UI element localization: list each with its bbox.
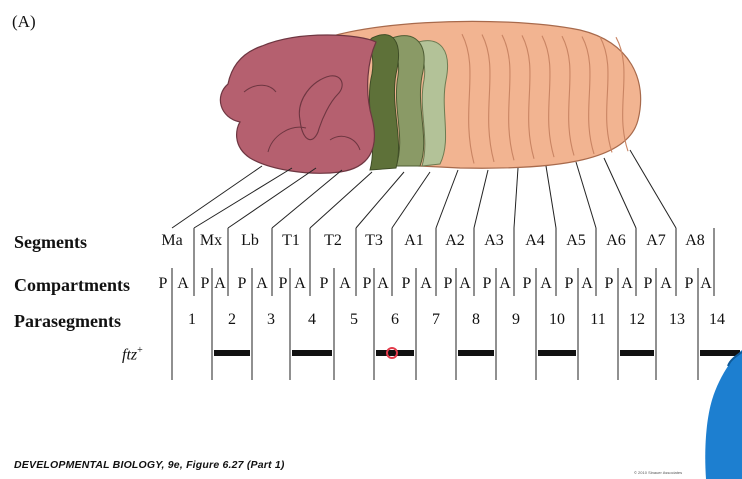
parasegment-label: 5	[350, 311, 358, 329]
parasegment-label: 1	[188, 311, 196, 329]
parasegment-label: 14	[709, 311, 725, 329]
parasegment-label: 11	[590, 311, 605, 329]
compartment-label: A	[339, 275, 351, 293]
ftz-bar	[214, 350, 250, 356]
parasegment-label: 2	[228, 311, 236, 329]
presenter-figure	[705, 350, 742, 479]
panel-label: (A)	[12, 12, 36, 32]
compartments-row-label: Compartments	[14, 275, 130, 296]
compartment-label: P	[565, 275, 574, 293]
ftz-bar	[538, 350, 576, 356]
embryo-thorax	[369, 35, 447, 170]
leader-line	[474, 170, 488, 228]
leader-line	[630, 150, 676, 228]
compartment-label: P	[685, 275, 694, 293]
leader-line	[228, 168, 316, 228]
ftz-bar	[700, 350, 740, 356]
compartment-label: P	[279, 275, 288, 293]
compartment-label: P	[201, 275, 210, 293]
compartment-label: A	[621, 275, 633, 293]
leader-line	[172, 166, 262, 228]
compartment-label: P	[238, 275, 247, 293]
compartment-label: A	[377, 275, 389, 293]
compartment-label: P	[483, 275, 492, 293]
compartment-label: A	[459, 275, 471, 293]
parasegment-label: 6	[391, 311, 399, 329]
segment-label: A2	[445, 232, 465, 250]
segment-label: A8	[685, 232, 705, 250]
leader-line	[272, 170, 342, 228]
compartment-label: A	[177, 275, 189, 293]
copyright-notice: © 2010 Sinauer Associates	[634, 470, 682, 475]
compartment-label: P	[402, 275, 411, 293]
segment-label: A6	[606, 232, 626, 250]
segment-label: A7	[646, 232, 666, 250]
segment-label: A1	[404, 232, 424, 250]
compartment-label: A	[420, 275, 432, 293]
ftz-row-label: ftz+	[122, 345, 143, 364]
segment-label: T1	[282, 232, 300, 250]
compartment-label: P	[644, 275, 653, 293]
ftz-bar	[376, 350, 414, 356]
compartment-label: A	[294, 275, 306, 293]
segment-label: A3	[484, 232, 504, 250]
ftz-bar	[620, 350, 654, 356]
segment-label: A4	[525, 232, 545, 250]
parasegment-label: 8	[472, 311, 480, 329]
parasegment-label: 12	[629, 311, 645, 329]
ftz-expression-bars	[214, 350, 740, 356]
leader-line	[576, 162, 596, 228]
ftz-bar	[292, 350, 332, 356]
leader-line	[392, 172, 430, 228]
segment-label: T2	[324, 232, 342, 250]
compartment-label: A	[256, 275, 268, 293]
compartment-label: A	[700, 275, 712, 293]
figure-caption: DEVELOPMENTAL BIOLOGY, 9e, Figure 6.27 (…	[14, 459, 285, 471]
leader-line	[436, 170, 458, 228]
leader-line	[514, 168, 518, 228]
parasegment-label: 9	[512, 311, 520, 329]
parasegment-label: 10	[549, 311, 565, 329]
compartment-label: A	[214, 275, 226, 293]
compartment-label: P	[444, 275, 453, 293]
compartment-label: P	[605, 275, 614, 293]
parasegment-label: 3	[267, 311, 275, 329]
segment-label: T3	[365, 232, 383, 250]
compartment-label: A	[581, 275, 593, 293]
compartment-label: P	[363, 275, 372, 293]
compartment-label: A	[540, 275, 552, 293]
leader-line	[546, 166, 556, 228]
parasegment-label: 13	[669, 311, 685, 329]
segment-label: A5	[566, 232, 586, 250]
compartment-label: A	[499, 275, 511, 293]
segment-label: Mx	[200, 232, 222, 250]
segment-label: Ma	[161, 232, 182, 250]
parasegment-label: 7	[432, 311, 440, 329]
segments-row-label: Segments	[14, 232, 87, 253]
leader-line	[194, 168, 292, 228]
parasegments-row-label: Parasegments	[14, 311, 121, 332]
compartment-label: A	[660, 275, 672, 293]
ftz-bar	[458, 350, 494, 356]
compartment-label: P	[523, 275, 532, 293]
segment-dividers	[172, 228, 714, 380]
compartment-label: P	[159, 275, 168, 293]
segment-label: Lb	[241, 232, 259, 250]
leader-line	[604, 158, 636, 228]
parasegment-label: 4	[308, 311, 316, 329]
embryo-head	[220, 35, 376, 173]
compartment-label: P	[320, 275, 329, 293]
